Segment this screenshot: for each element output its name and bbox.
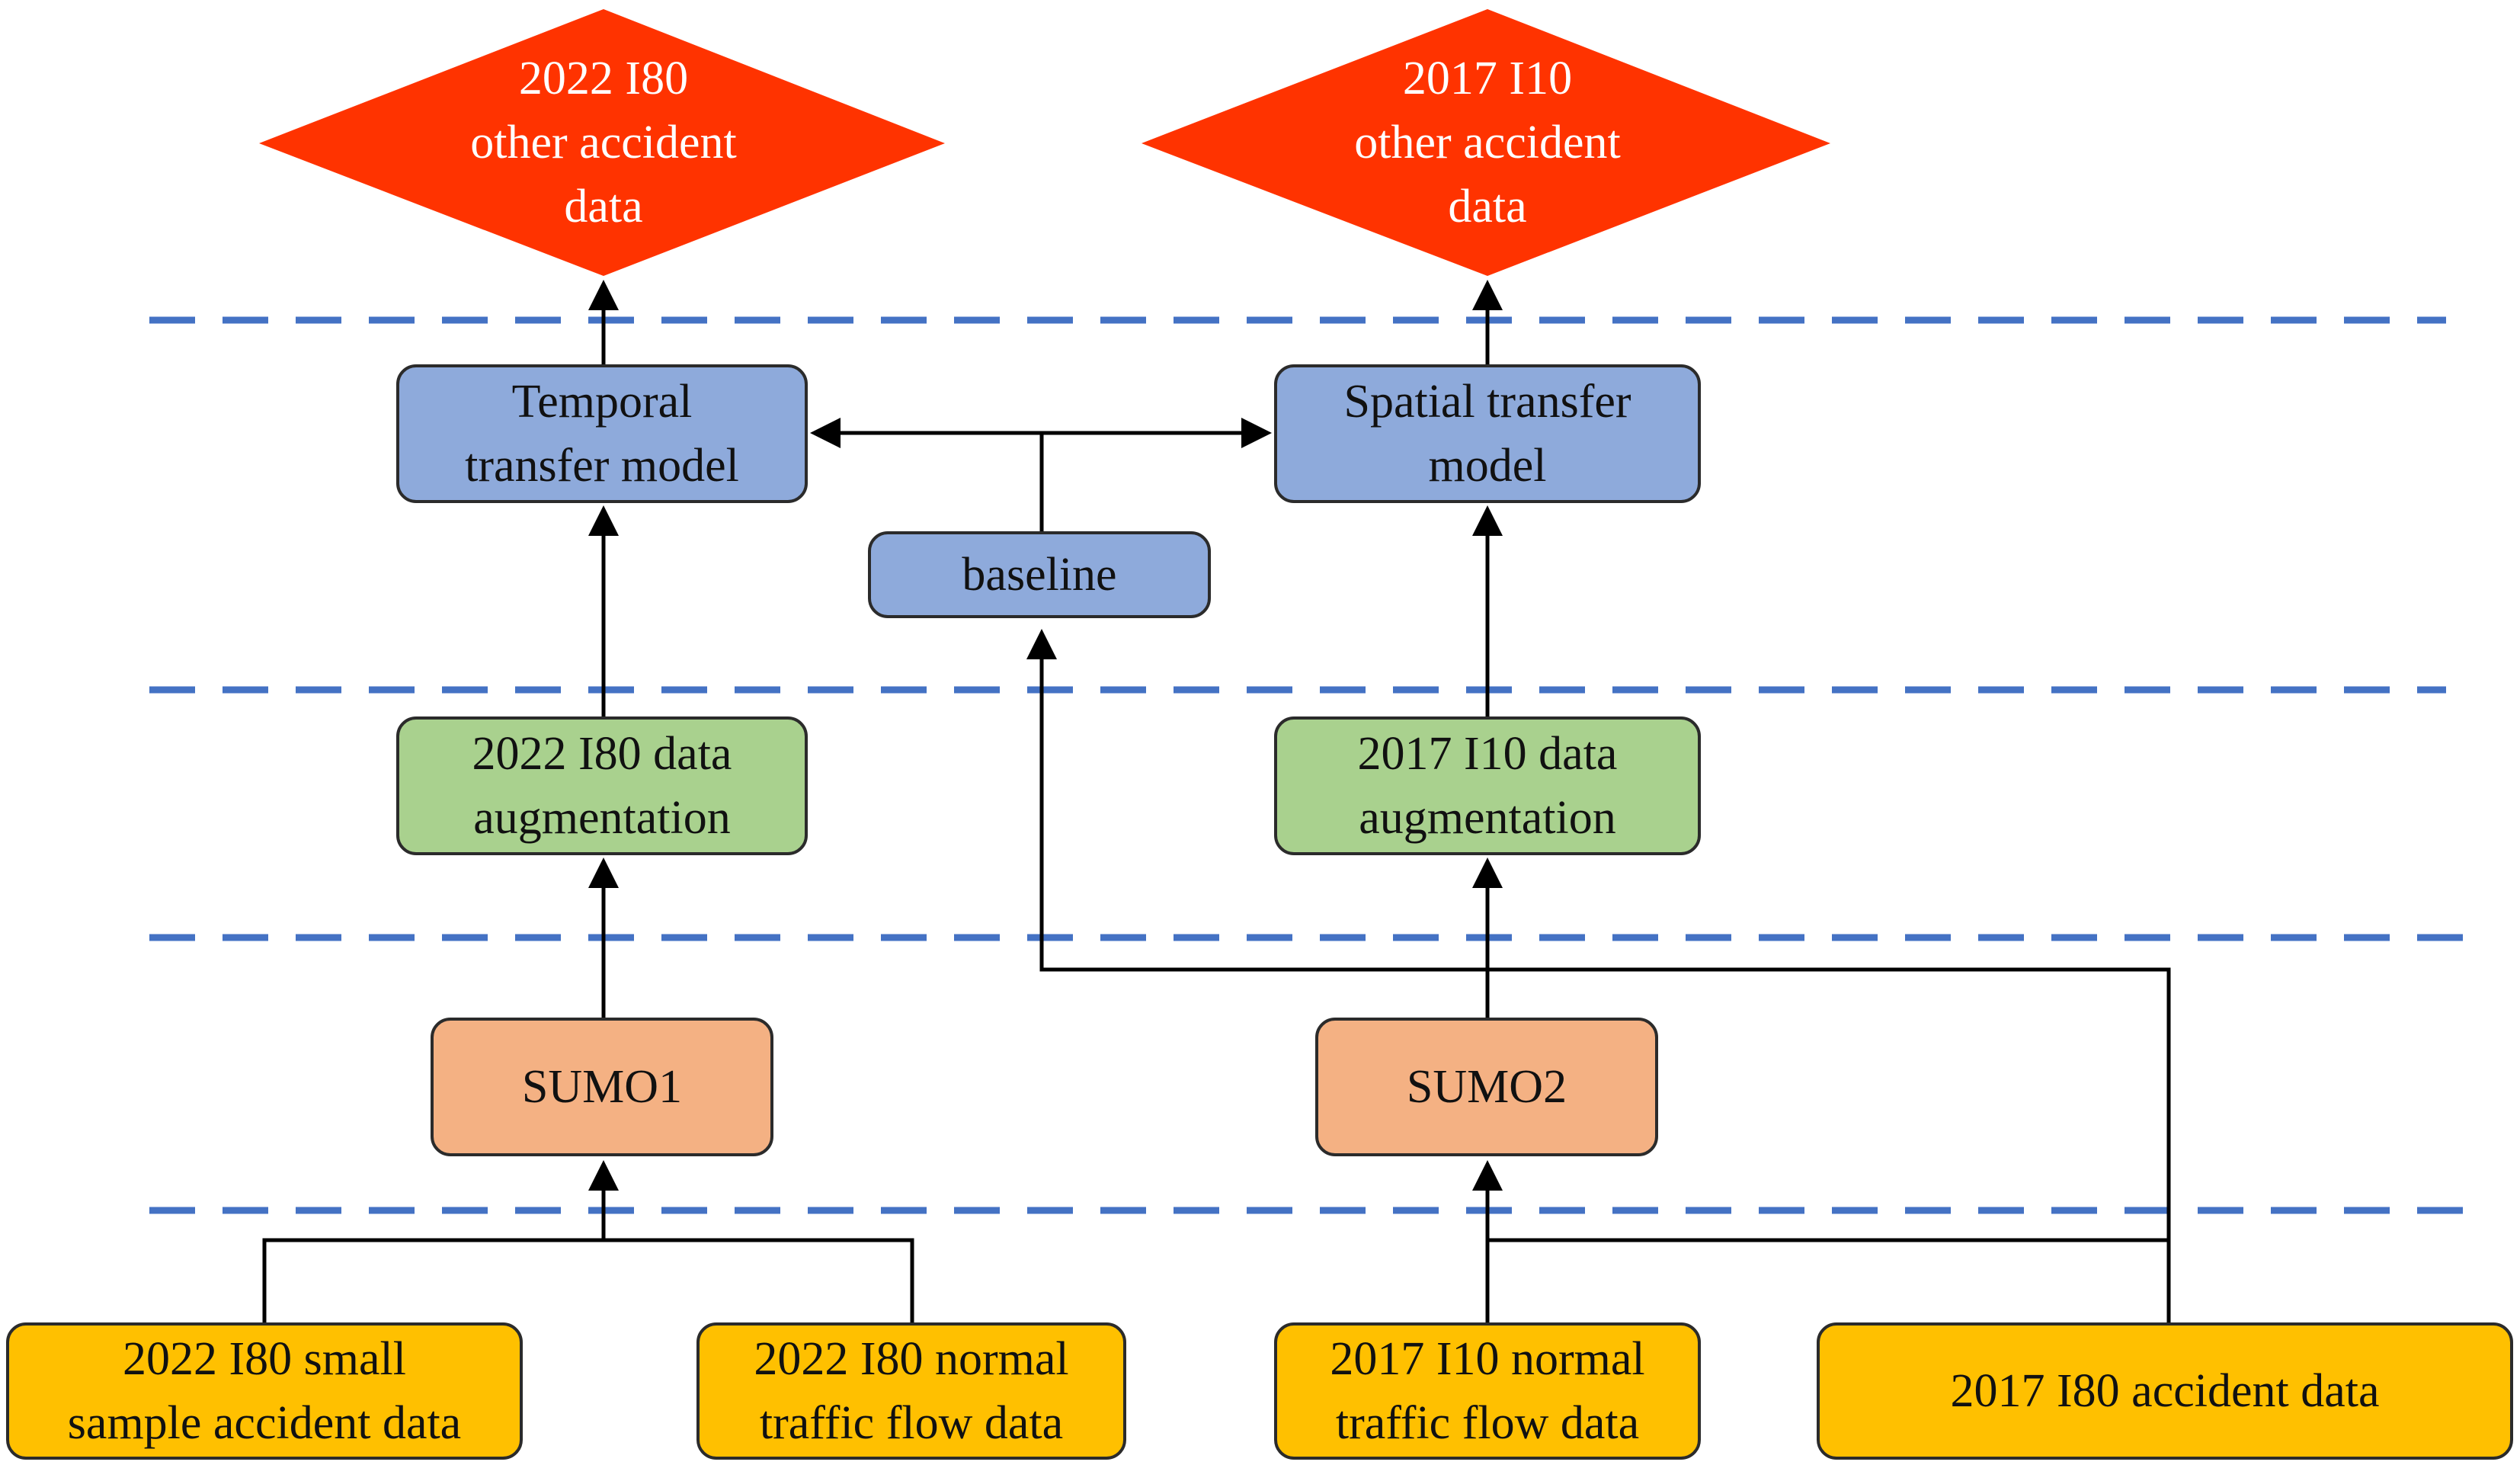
i10-augmentation-box: 2017 I10 data augmentation <box>1274 716 1701 855</box>
temporal-target-diamond <box>259 9 945 276</box>
i80-normal-flow-line2: traffic flow data <box>759 1397 1064 1449</box>
sumo2-box: SUMO2 <box>1315 1018 1658 1156</box>
sumo1-label: SUMO1 <box>521 1061 683 1113</box>
i10-normal-flow-line2: traffic flow data <box>1335 1397 1640 1449</box>
temporal-model-line1: Temporal <box>511 376 693 428</box>
spatial-target-line1: 2017 I10 <box>1402 53 1573 104</box>
temporal-transfer-model-box: Temporal transfer model <box>396 364 808 503</box>
spatial-target-line3: data <box>1448 181 1527 232</box>
i80-normal-flow-line1: 2022 I80 normal <box>754 1333 1069 1385</box>
i80-augmentation-line2: augmentation <box>473 792 731 844</box>
connector-i80-accident-to-baseline <box>1026 629 2171 1322</box>
spatial-model-line2: model <box>1428 440 1547 492</box>
i10-normal-flow-box: 2017 I10 normal traffic flow data <box>1274 1322 1701 1460</box>
sumo1-box: SUMO1 <box>431 1018 773 1156</box>
spatial-target-label: 2017 I10 other accident data <box>1280 47 1695 238</box>
i10-normal-flow-line1: 2017 I10 normal <box>1330 1333 1645 1385</box>
spatial-target-line2: other accident <box>1354 117 1621 168</box>
i80-augmentation-box: 2022 I80 data augmentation <box>396 716 808 855</box>
spatial-target-diamond <box>1142 9 1830 276</box>
spatial-model-line1: Spatial transfer <box>1343 376 1631 428</box>
i80-small-sample-line2: sample accident data <box>67 1397 462 1449</box>
i80-small-sample-box: 2022 I80 small sample accident data <box>6 1322 523 1460</box>
spatial-transfer-model-box: Spatial transfer model <box>1274 364 1701 503</box>
baseline-box: baseline <box>868 531 1211 618</box>
connector-i10-inputs-to-sumo2 <box>1485 1238 2169 1322</box>
i10-augmentation-line2: augmentation <box>1359 792 1616 844</box>
temporal-model-line2: transfer model <box>465 440 739 492</box>
temporal-target-line3: data <box>564 181 643 232</box>
baseline-label: baseline <box>962 549 1117 601</box>
sumo2-label: SUMO2 <box>1406 1061 1567 1113</box>
temporal-target-line2: other accident <box>470 117 737 168</box>
i80-augmentation-line1: 2022 I80 data <box>472 728 732 780</box>
connector-i80-inputs-to-sumo1 <box>262 1238 914 1322</box>
i80-small-sample-line1: 2022 I80 small <box>123 1333 406 1385</box>
temporal-target-line1: 2022 I80 <box>518 53 689 104</box>
i80-accident-2017-box: 2017 I80 accident data <box>1817 1322 2513 1460</box>
i10-augmentation-line1: 2017 I10 data <box>1357 728 1618 780</box>
i80-normal-flow-box: 2022 I80 normal traffic flow data <box>696 1322 1126 1460</box>
temporal-target-label: 2022 I80 other accident data <box>396 47 811 238</box>
i80-accident-2017-label: 2017 I80 accident data <box>1950 1365 2380 1417</box>
